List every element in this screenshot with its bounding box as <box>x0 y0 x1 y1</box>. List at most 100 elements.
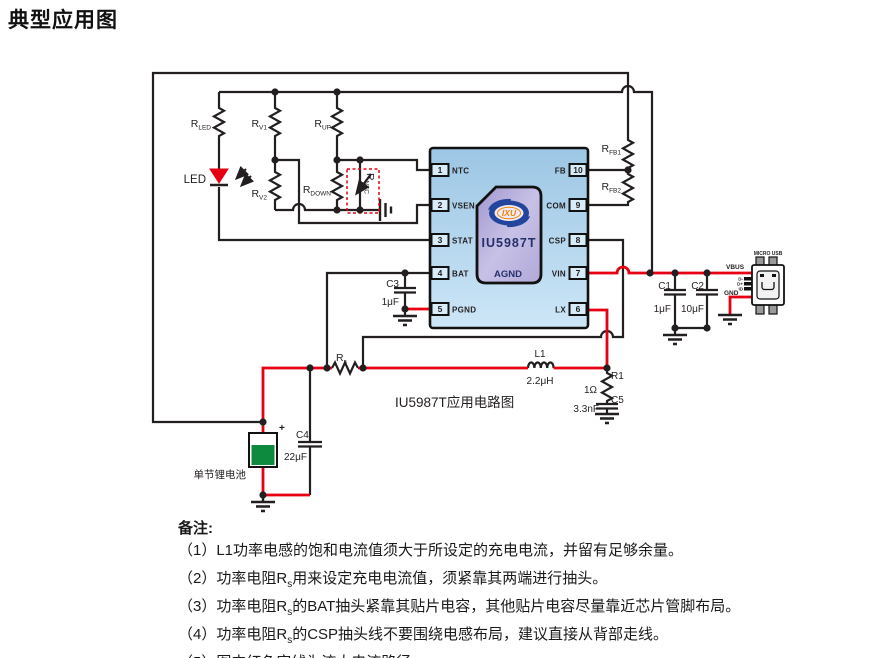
usb-pin-id <box>744 287 752 291</box>
svg-text:BAT: BAT <box>452 270 469 279</box>
note-1: （1）L1功率电感的饱和电流值须大于所设定的充电电流，并留有足够余量。 <box>178 542 684 559</box>
battery-symbol: + <box>248 423 285 468</box>
brand-logo: IXU <box>488 198 530 228</box>
label-c3-value: 1μF <box>382 297 399 308</box>
note-5: （5）图中红色实线为流大电流路径。 <box>178 652 878 658</box>
wire-ntc-bottom-row <box>275 202 380 212</box>
svg-text:5: 5 <box>438 304 443 314</box>
label-c1: C1 <box>658 281 671 292</box>
label-c5-value: 3.3nF <box>573 404 599 415</box>
svg-text:STAT: STAT <box>452 237 473 246</box>
usb-title: MICRO USB <box>754 251 783 257</box>
label-l1: L1 <box>534 349 546 360</box>
pin-10-fb: 10 FB <box>555 163 588 177</box>
label-c4: C4 <box>296 430 309 441</box>
wire-pullup-rail <box>219 84 654 273</box>
ground-usb <box>718 313 742 326</box>
schematic-caption: IU5987T应用电路图 <box>395 394 514 410</box>
label-c2: C2 <box>691 281 704 292</box>
wire-usb-gnd <box>728 295 752 315</box>
usb-dm-label: D- <box>738 277 743 282</box>
svg-text:CSP: CSP <box>549 237 567 246</box>
resistor-r-s <box>331 359 359 377</box>
note-2: （2）功率电阻Rs用来设定充电电流值，须紧靠其两端进行抽头。 <box>178 570 608 590</box>
label-r-down: RDOWN <box>303 184 331 198</box>
label-c2-value: 10μF <box>681 304 704 315</box>
wire-l1-to-lx <box>553 308 609 370</box>
ground-c5 <box>595 412 619 425</box>
junction-dots <box>259 88 711 499</box>
cap-c3 <box>394 273 416 316</box>
cap-c1-c2 <box>664 273 718 335</box>
led-emission-arrow-2 <box>239 172 255 188</box>
svg-text:NTC: NTC <box>452 167 469 176</box>
usb-pin-dm <box>744 277 752 281</box>
label-c4-value: 22μF <box>284 452 307 463</box>
svg-text:FB: FB <box>555 167 566 176</box>
usb-vbus-label: VBUS <box>726 264 745 271</box>
note-4: （4）功率电阻Rs的CSP抽头线不要围绕电感布局，建议直接从背部走线。 <box>178 626 669 646</box>
pin-4-bat: 4 BAT <box>430 266 469 280</box>
ground-c3 <box>393 314 417 327</box>
label-r-up: RUP <box>314 118 331 132</box>
ic-chip-iu5987t: IXU IU5987T AGND 1 NTC 2 VSEN 3 <box>428 146 590 330</box>
pin-7-vin: 7 VIN <box>552 266 588 280</box>
resistor-r-up-down <box>329 92 345 210</box>
label-c5: C5 <box>611 395 624 406</box>
svg-text:PGND: PGND <box>452 306 476 315</box>
svg-text:VIN: VIN <box>552 270 566 279</box>
label-led: LED <box>184 174 206 186</box>
resistor-r-led <box>211 92 227 169</box>
ground-ntc <box>378 199 393 221</box>
component-labels: RLED RV1 RUP RV2 RDOWN RNTC RFB1 RFB2 Rs… <box>184 118 705 481</box>
svg-text:9: 9 <box>576 200 581 210</box>
pin-2-vsen: 2 VSEN <box>430 198 475 212</box>
resistor-r1-cap-c5 <box>596 368 618 414</box>
ground-c1 <box>663 333 687 346</box>
wire-vin-to-vbus <box>587 265 752 275</box>
svg-text:COM: COM <box>546 202 566 211</box>
notes-header: 备注: <box>178 520 213 537</box>
svg-text:3: 3 <box>438 235 443 245</box>
pin-9-com: 9 COM <box>546 198 588 212</box>
wire-vsen <box>275 158 431 225</box>
notes-section: 备注: （1）L1功率电感的饱和电流值须大于所设定的充电电流，并留有足够余量。 … <box>178 518 878 658</box>
svg-text:7: 7 <box>576 268 581 278</box>
usb-id-label: ID <box>739 287 744 292</box>
chip-agnd-label: AGND <box>494 269 522 280</box>
label-battery: 单节锂电池 <box>194 468 247 481</box>
ntc-arrow <box>355 173 372 196</box>
usb-dp-label: D+ <box>737 282 743 287</box>
chip-part-number: IU5987T <box>482 236 537 250</box>
page-title: 典型应用图 <box>8 9 118 32</box>
led-symbol <box>209 165 255 188</box>
usb-gnd-label: GND <box>724 290 739 297</box>
svg-text:1: 1 <box>438 165 443 175</box>
resistor-r-v1-v2 <box>267 92 283 210</box>
svg-text:4: 4 <box>438 268 443 278</box>
pin-1-ntc: 1 NTC <box>430 163 469 177</box>
svg-text:2: 2 <box>438 200 443 210</box>
led-triangle <box>209 168 229 184</box>
label-r1-value: 1Ω <box>584 385 598 396</box>
label-r-v1: RV1 <box>251 118 267 132</box>
battery-green-fill <box>251 445 275 465</box>
label-r-fb1: RFB1 <box>601 143 621 157</box>
svg-text:VSEN: VSEN <box>452 202 475 211</box>
label-l1-value: 2.2μH <box>527 376 554 387</box>
wire-ntc <box>337 158 431 172</box>
svg-text:LX: LX <box>555 306 566 315</box>
wire-bat <box>325 271 431 368</box>
wire-battery-bottom <box>261 467 310 497</box>
chip-pins-right: 10 FB 9 COM 8 CSP 7 VIN <box>546 163 588 316</box>
label-r1: R1 <box>611 371 624 382</box>
chip-pins-left: 1 NTC 2 VSEN 3 STAT 4 BAT <box>430 163 476 316</box>
cap-c4 <box>298 368 322 495</box>
note-3: （3）功率电阻Rs的BAT抽头紧靠其贴片电容，其他贴片电容尽量靠近芯片管脚布局。 <box>178 598 741 618</box>
pin-8-csp: 8 CSP <box>549 233 588 247</box>
wire-outer-loop-rfb-divider <box>151 71 636 424</box>
micro-usb-connector: MICRO USB VBUS D- D+ ID GND <box>724 251 785 315</box>
inductor-l1 <box>526 361 555 369</box>
pin-6-lx: 6 LX <box>555 302 588 316</box>
